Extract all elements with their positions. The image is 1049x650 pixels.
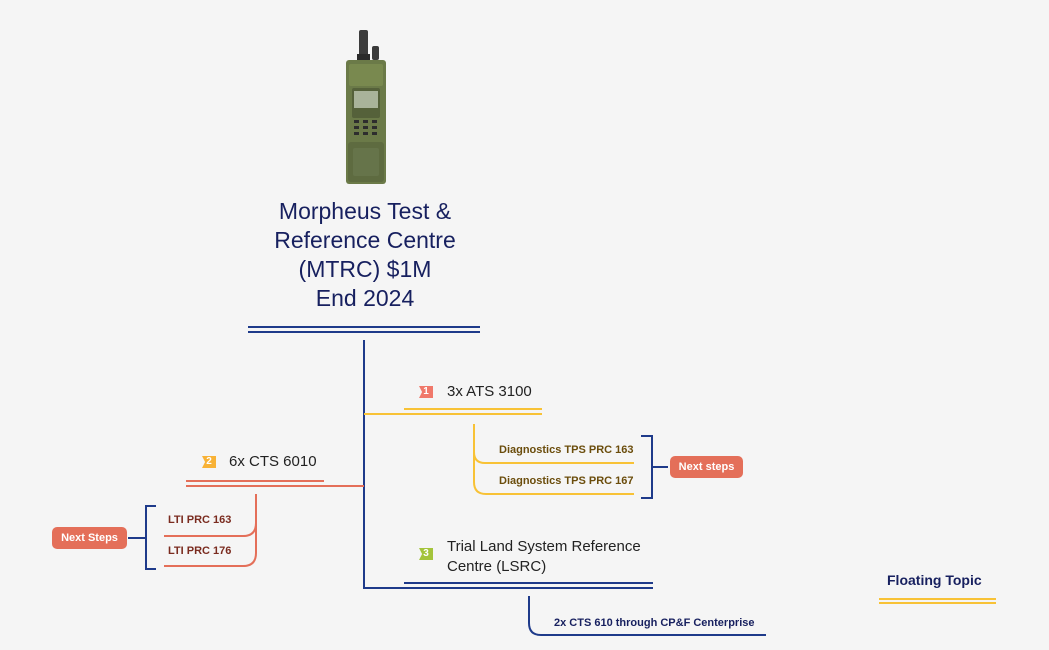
topic-1-label[interactable]: 3x ATS 3100 [447, 383, 532, 400]
subtopic-1-2[interactable]: Diagnostics TPS PRC 167 [499, 475, 634, 487]
topic-3-number-badge: 3 [419, 548, 433, 560]
topic-1-number-badge: 1 [419, 386, 433, 398]
topic-2-label[interactable]: 6x CTS 6010 [229, 453, 317, 470]
sub-1-2-connector [473, 452, 634, 495]
sub-2-2-connector [164, 523, 257, 567]
summary-next-steps-1[interactable]: Next steps [670, 456, 743, 478]
root-title-line-4: End 2024 [315, 285, 415, 311]
subtopic-2-1[interactable]: LTI PRC 163 [168, 514, 232, 526]
sub-3-1-connector [528, 596, 766, 636]
root-title-line-2: Reference Centre [274, 227, 456, 253]
subtopic-3-1[interactable]: 2x CTS 610 through CP&F Centerprise [554, 617, 755, 629]
summary-1-bracket [641, 435, 668, 499]
topic-3-label-line-2: Centre (LSRC) [447, 558, 547, 575]
summary-2-bracket [128, 505, 156, 570]
topic-3-label[interactable]: Trial Land System Reference Centre (LSRC… [447, 537, 641, 577]
root-topic-title[interactable]: Morpheus Test & Reference Centre (MTRC) … [220, 197, 510, 313]
root-title-line-1: Morpheus Test & [278, 198, 452, 224]
subtopic-1-1[interactable]: Diagnostics TPS PRC 163 [499, 444, 634, 456]
root-title-line-3: (MTRC) $1M [298, 256, 432, 282]
radio-device-image [346, 30, 386, 184]
floating-topic[interactable]: Floating Topic [887, 572, 982, 588]
subtopic-2-2[interactable]: LTI PRC 176 [168, 545, 232, 557]
summary-next-steps-2[interactable]: Next Steps [52, 527, 127, 549]
topic-2-number-badge: 2 [202, 456, 216, 468]
topic-3-label-line-1: Trial Land System Reference [447, 538, 641, 555]
